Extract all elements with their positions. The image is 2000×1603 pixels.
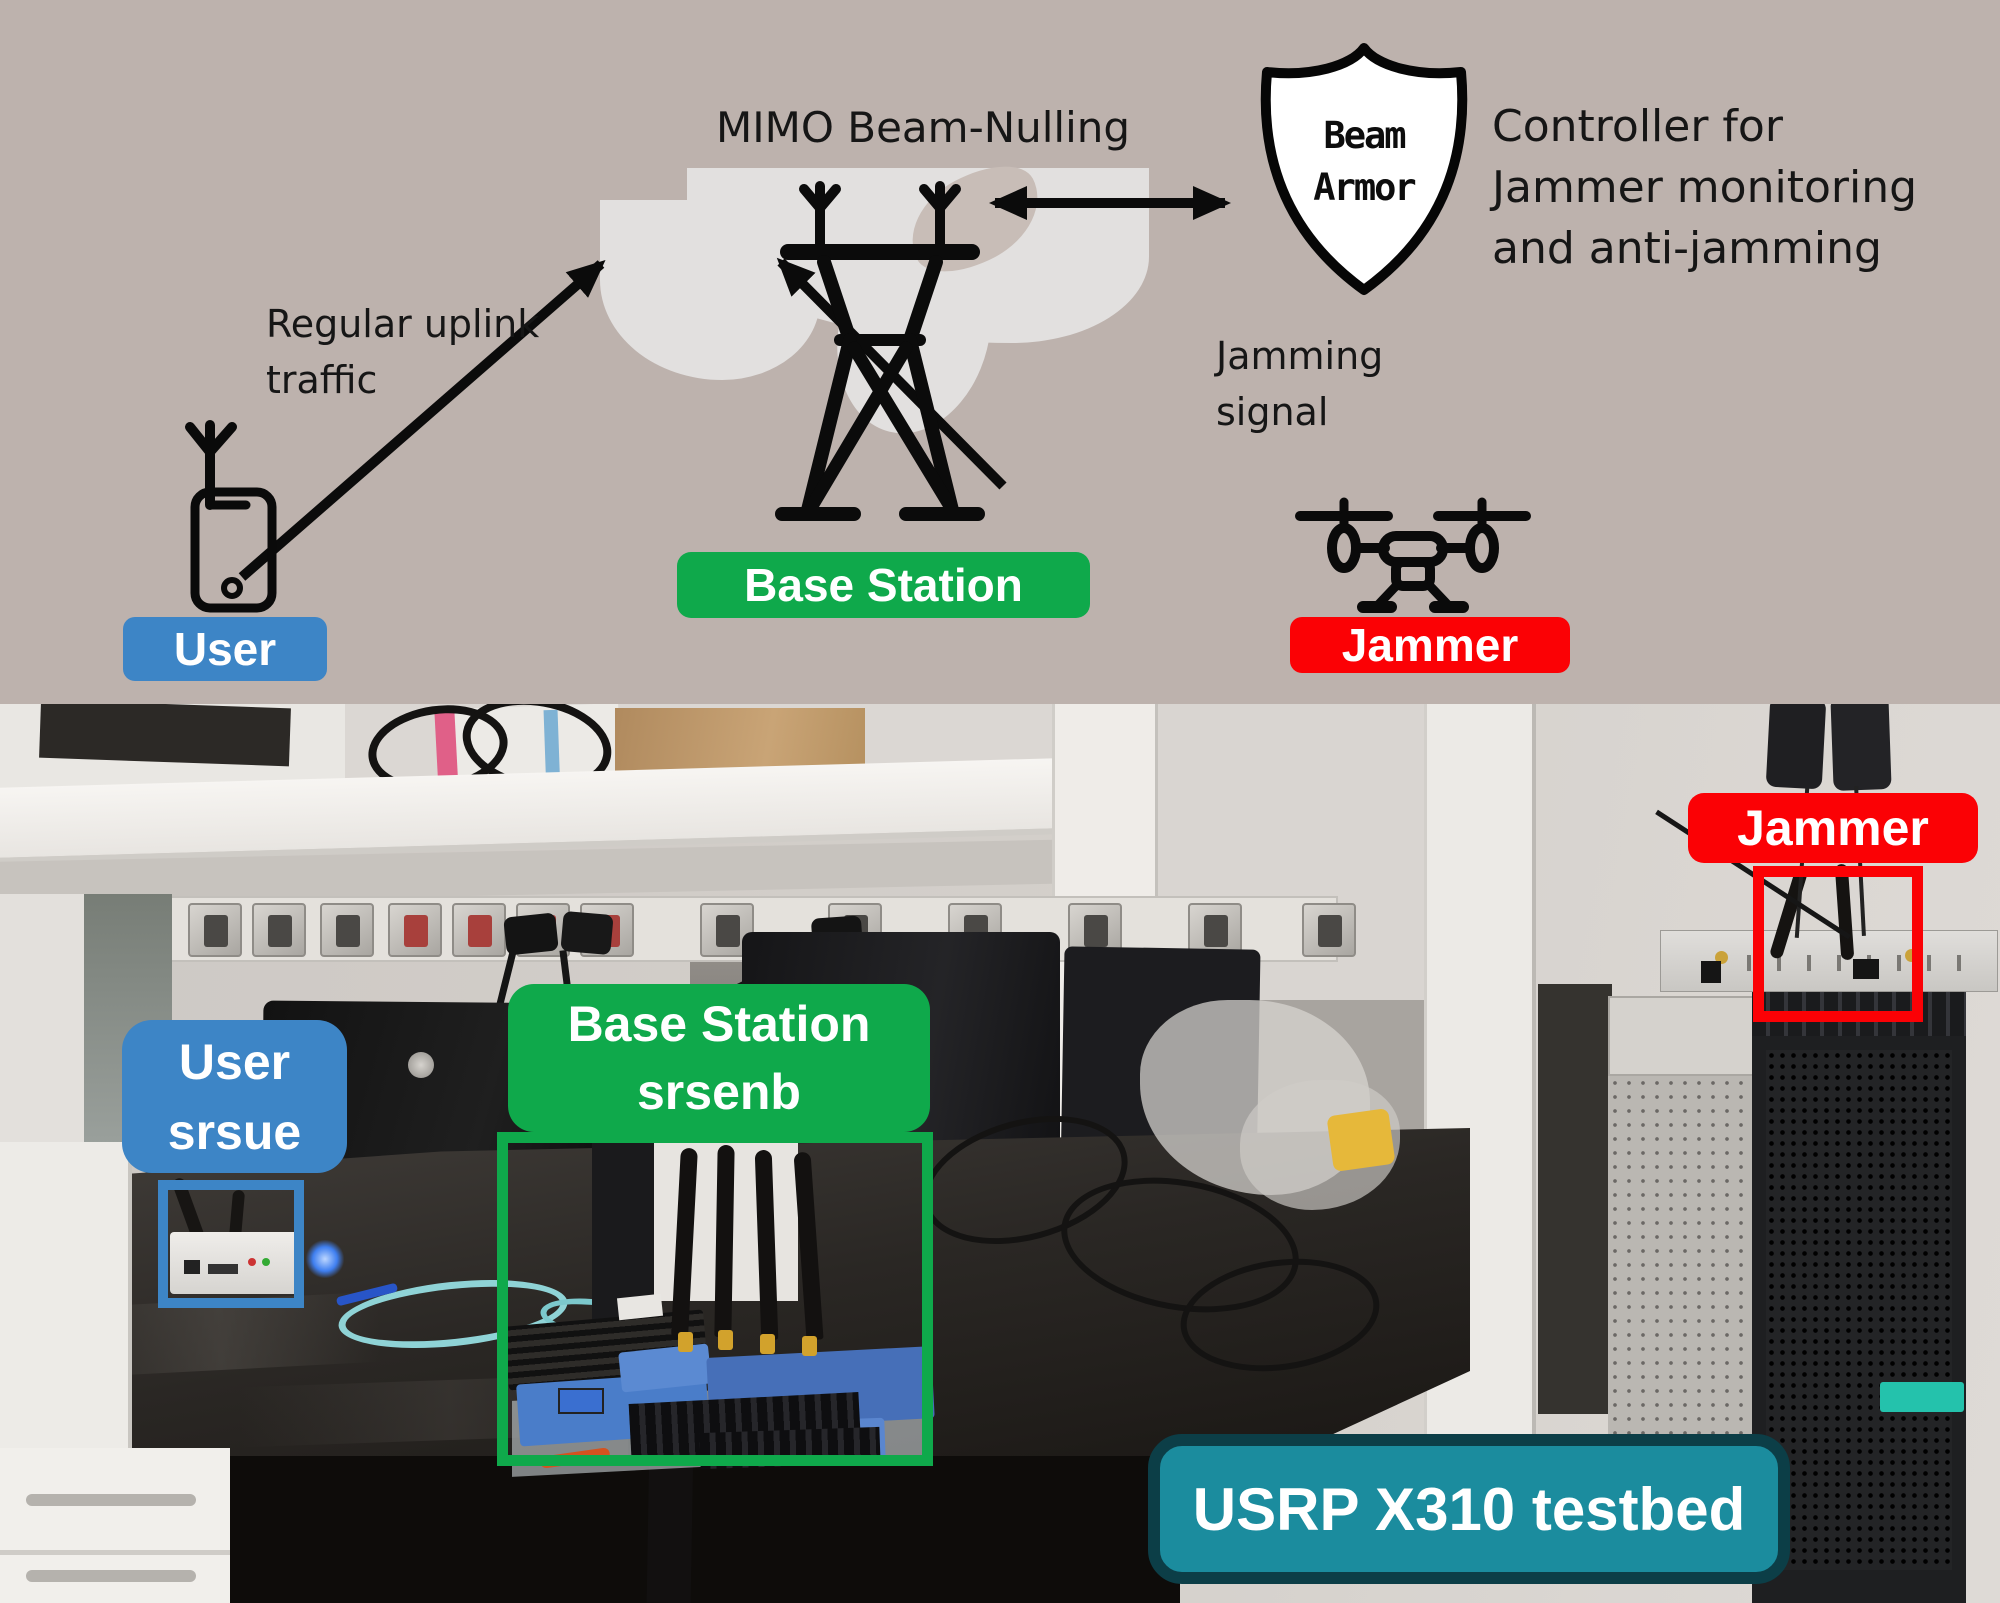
- sma-connector: [802, 1336, 817, 1356]
- power-plug: [560, 910, 614, 956]
- server-perforation: [1766, 1050, 1952, 1570]
- silver-tower-top: [1608, 996, 1758, 1076]
- hpe-logo: [1880, 1382, 1964, 1412]
- diagram-panel: Beam Armor: [0, 0, 2000, 704]
- left-panel: [0, 894, 86, 1150]
- drawer-gap: [0, 1550, 230, 1555]
- shield-icon: [1260, 43, 1468, 295]
- dark-gap: [1538, 984, 1612, 1414]
- power-outlet-red: [388, 903, 442, 957]
- jammer-device: [1660, 930, 1998, 992]
- base-station-annotation-box: [497, 1132, 933, 1466]
- blue-led-glow: [306, 1240, 344, 1278]
- terminal-block: [558, 1388, 604, 1414]
- jammer-badge-diagram: Jammer: [1290, 617, 1570, 673]
- sma-connector: [760, 1334, 775, 1354]
- adapter-block: [1765, 704, 1827, 790]
- base-station-srsenb-badge: Base Station srsenb: [508, 984, 930, 1132]
- shield-label-text: Beam: [1323, 114, 1406, 157]
- device-port: [208, 1264, 238, 1274]
- device-port-block: [1701, 961, 1721, 983]
- cell-tower-icon: [775, 181, 985, 521]
- sma-gold: [1715, 951, 1728, 964]
- power-outlet: [252, 903, 306, 957]
- user-badge-diagram: User: [123, 617, 327, 681]
- power-outlet: [320, 903, 374, 957]
- sma-connector: [718, 1330, 733, 1350]
- power-outlet-red: [452, 903, 506, 957]
- sma-connector: [678, 1332, 693, 1352]
- frame-post-right: [1424, 704, 1536, 1510]
- yellow-object: [1326, 1107, 1396, 1173]
- adapter-block: [1830, 704, 1892, 791]
- shield-label: Beam Armor: [1283, 110, 1445, 226]
- jammer-badge-photo: Jammer: [1688, 793, 1978, 863]
- user-srsue-device: [170, 1232, 298, 1294]
- usrp-x310-testbed-badge: USRP X310 testbed: [1148, 1434, 1790, 1584]
- jammer-annotation-box: [1753, 866, 1923, 1022]
- device-led: [262, 1258, 270, 1266]
- hpe-server-tower: [1752, 984, 1966, 1603]
- laptop-silhouette: [39, 704, 291, 767]
- monitor-vesa-button: [408, 1052, 434, 1078]
- device-port: [184, 1260, 200, 1274]
- user-srsue-badge: User srsue: [122, 1020, 347, 1173]
- device-led: [248, 1258, 256, 1266]
- lab-photo-panel: User srsue Base Station srsenb Jammer US…: [0, 704, 2000, 1603]
- device-port-block: [1853, 959, 1879, 979]
- drawer-handle: [26, 1570, 196, 1582]
- phone-antenna-icon: [185, 420, 277, 613]
- power-outlet: [188, 903, 242, 957]
- power-outlet: [1302, 903, 1356, 957]
- base-station-badge-diagram: Base Station: [677, 552, 1090, 618]
- power-plug: [503, 912, 559, 956]
- jamming-note: Jamming signal: [1216, 334, 1384, 434]
- user-annotation-box: [158, 1180, 304, 1308]
- shield-label-text2: Armor: [1313, 166, 1416, 209]
- drone-icon: [1295, 497, 1531, 613]
- server-vent-band: [1752, 984, 1966, 1036]
- mimo-beam-nulling-label: MIMO Beam-Nulling: [716, 103, 1131, 152]
- controller-note: Controller for Jammer monitoring and ant…: [1492, 101, 1918, 274]
- uplink-note: Regular uplink traffic: [266, 302, 540, 402]
- drawer-handle: [26, 1494, 196, 1506]
